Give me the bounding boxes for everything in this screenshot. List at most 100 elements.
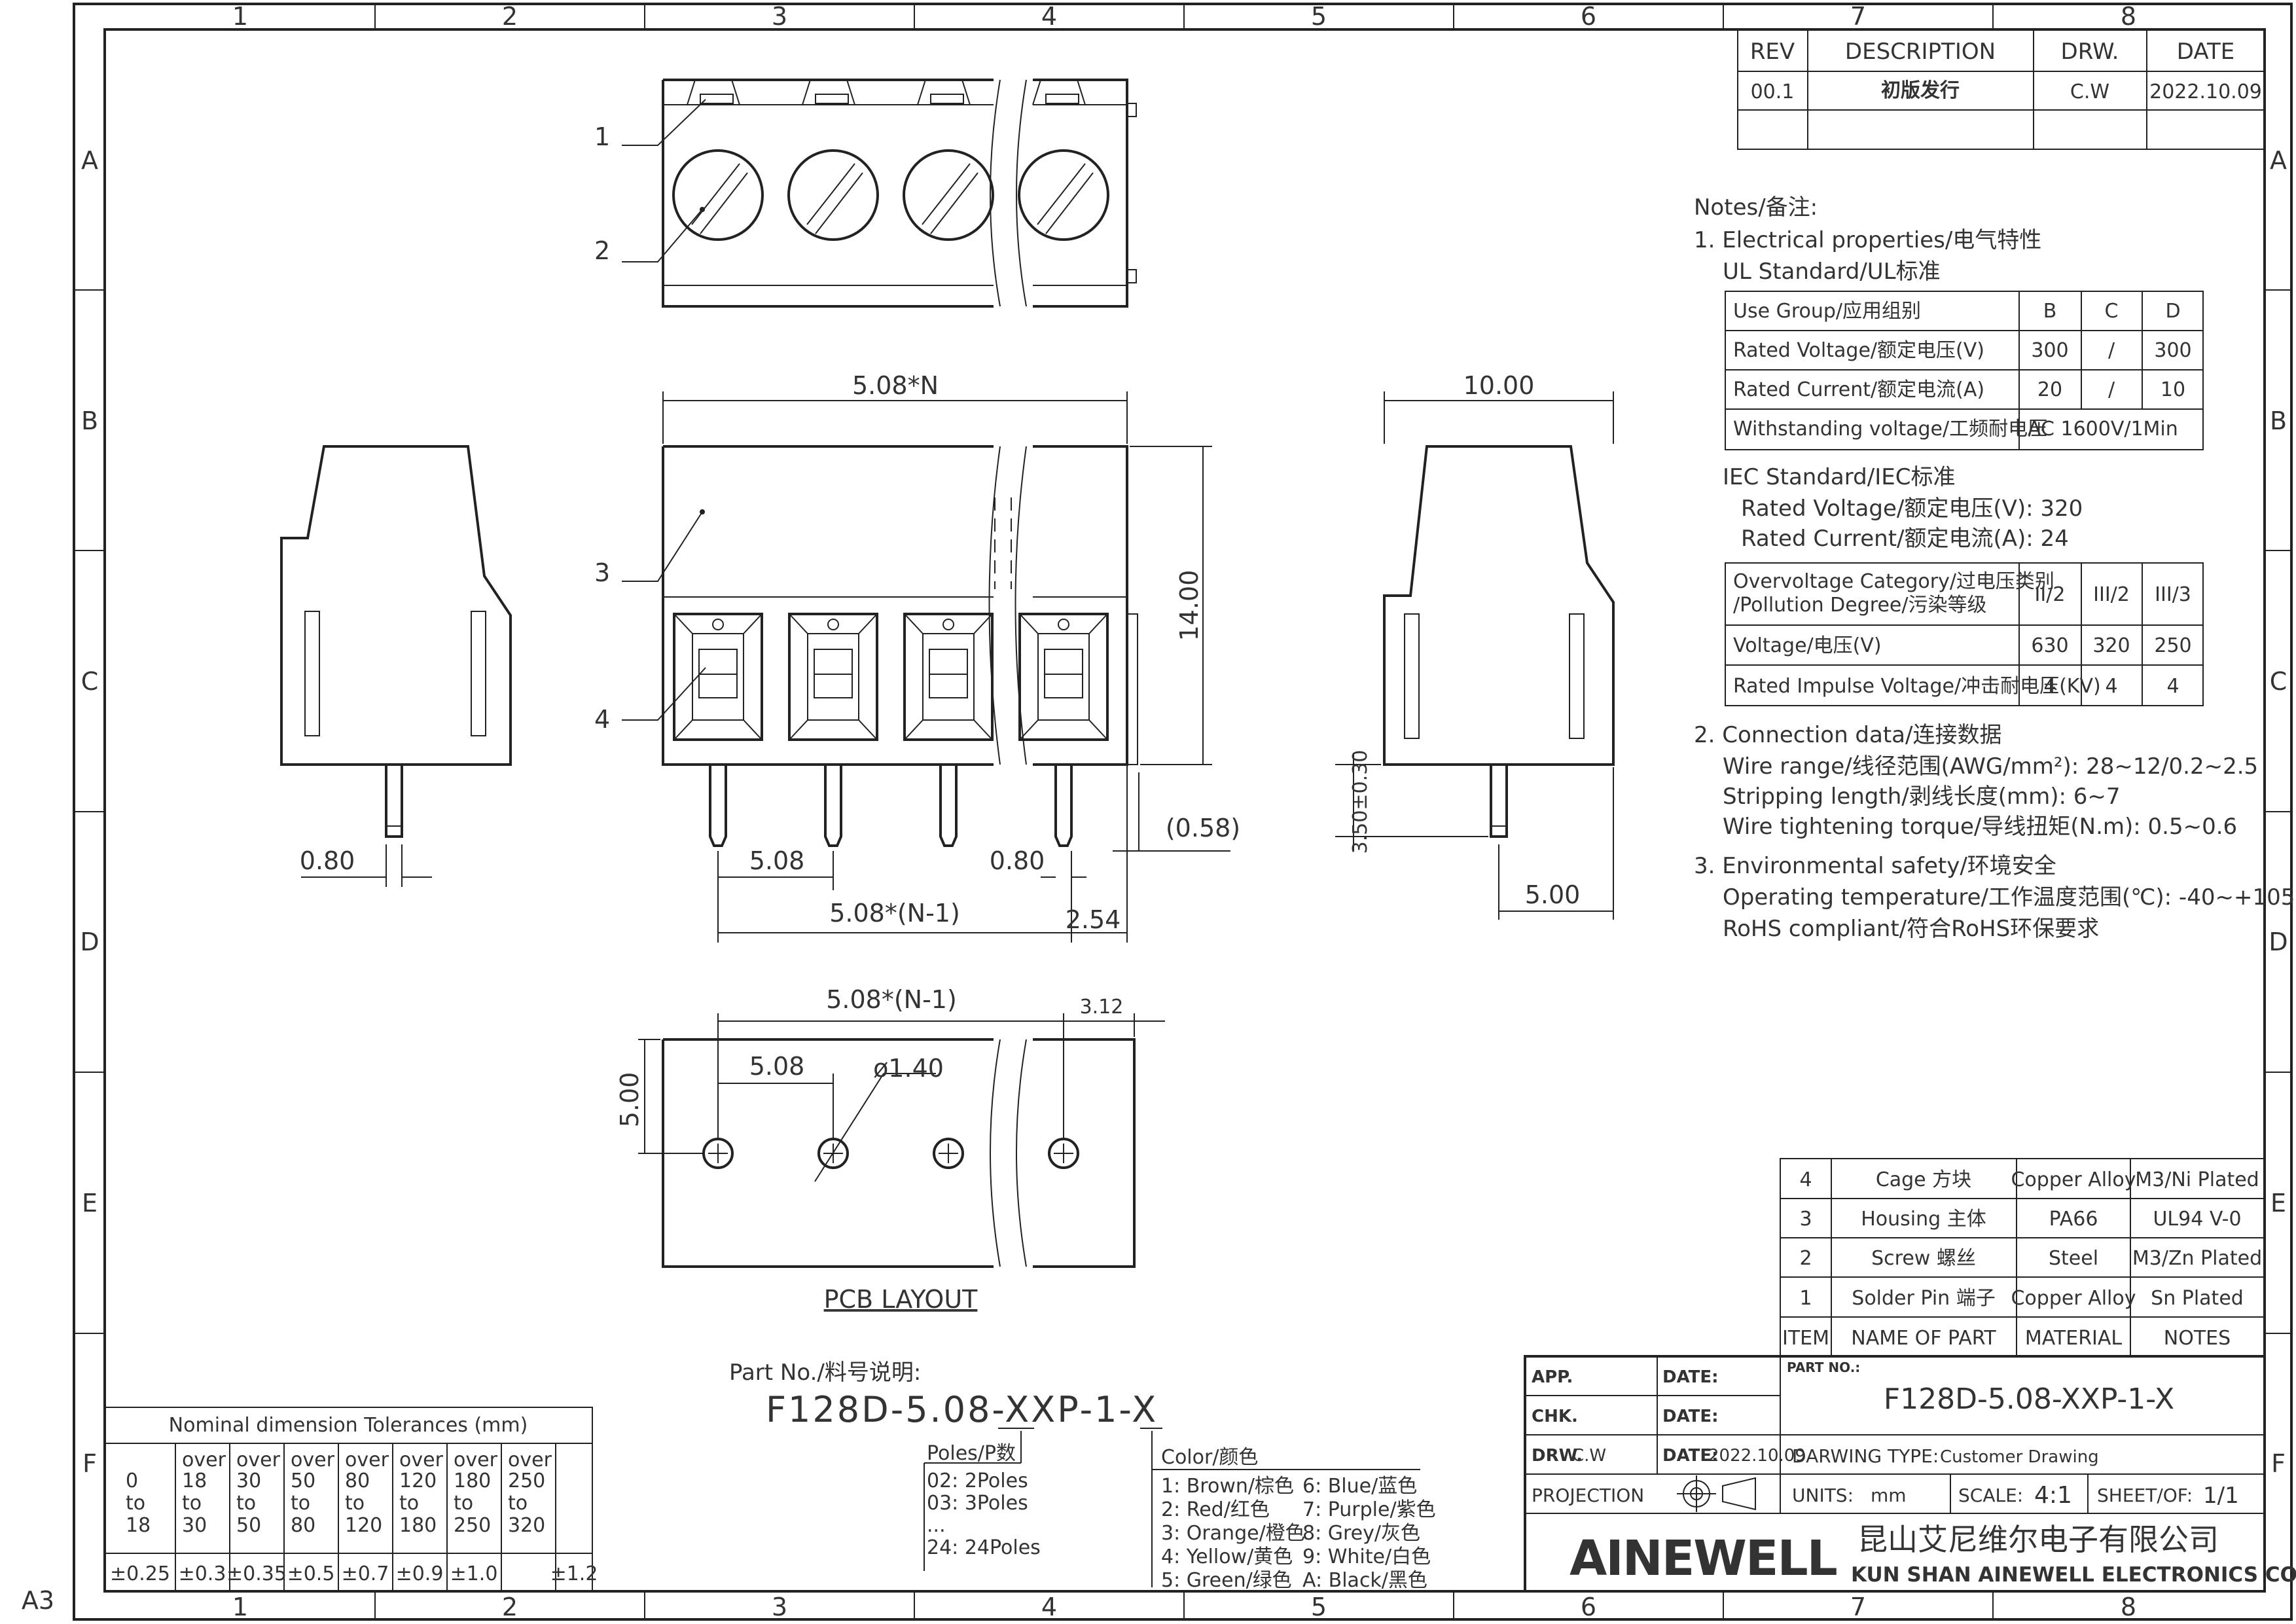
tb-units-label: UNITS: — [1792, 1485, 1854, 1506]
bom-table: 4 Cage 方块 Copper Alloy M3/Ni Plated 3 Ho… — [1780, 1158, 2265, 1357]
row-label-b: B — [81, 406, 98, 435]
tb-part-no-label: PART NO.: — [1787, 1360, 1860, 1375]
col-label-8-bottom: 8 — [2121, 1593, 2136, 1621]
dim-side-pin: 5.00 — [1525, 880, 1581, 909]
note-wire-range: Wire range/线径范围(AWG/mm²): 28~12/0.2~2.5 — [1723, 753, 2258, 780]
right-side-view: 10.00 3.50±0.30 5.00 — [1335, 371, 1615, 920]
pole-02: 02: 2Poles — [927, 1470, 1028, 1492]
dim-edge: 2.54 — [1066, 905, 1121, 934]
callout-1: 1 — [594, 122, 610, 151]
tol-range-7-b: 180 — [454, 1470, 491, 1492]
bom-name-1: Solder Pin 端子 — [1852, 1287, 1995, 1310]
bom-item-1: 1 — [1799, 1287, 1812, 1310]
color-a: A: Black/黑色 — [1302, 1569, 1427, 1592]
bom-header-item: ITEM — [1782, 1327, 1829, 1350]
notes-title: Notes/备注: — [1694, 194, 1818, 221]
tb-scale: 4:1 — [2034, 1482, 2072, 1509]
row-label-c-right: C — [2270, 667, 2287, 696]
color-3: 3: Orange/橙色 — [1161, 1522, 1305, 1545]
ul-rated-current: Rated Current/额定电流(A) — [1733, 378, 1984, 401]
iec-i-1: 4 — [2043, 675, 2056, 698]
dim-offset: (0.58) — [1166, 814, 1240, 842]
pcb-hole-2 — [817, 1138, 849, 1169]
ul-col-c: C — [2105, 300, 2119, 323]
tb-drw-date-label: DATE: — [1662, 1446, 1719, 1466]
tol-range-4-c: to — [291, 1492, 310, 1515]
tol-range-7-d: 250 — [454, 1514, 491, 1537]
tb-chk-date: DATE: — [1662, 1407, 1719, 1426]
iec-overvoltage: Overvoltage Category/过电压类别 — [1733, 570, 2054, 593]
dim-pin-len: 3.50±0.30 — [1349, 750, 1372, 854]
tol-value-3: ±0.35 — [226, 1562, 287, 1585]
ul-rv-d: 300 — [2154, 339, 2191, 362]
pcb-hole-4 — [1048, 1138, 1079, 1169]
ul-rv-b: 300 — [2031, 339, 2068, 362]
tb-scale-label: SCALE: — [1958, 1485, 2023, 1506]
col-label-1: 1 — [232, 2, 248, 31]
row-label-c: C — [81, 667, 99, 696]
tolerance-table: Nominal dimension Tolerances (mm) 0 to 1… — [104, 1407, 598, 1592]
ul-use-group: Use Group/应用组别 — [1733, 300, 1921, 323]
tol-range-3-b: 30 — [236, 1470, 261, 1492]
tb-sheet-label: SHEET/OF: — [2097, 1485, 2193, 1506]
tol-value-5: ±0.7 — [342, 1562, 389, 1585]
tol-range-6-a: over — [399, 1449, 444, 1471]
tol-range-6-d: 180 — [399, 1514, 437, 1537]
bom-header-notes: NOTES — [2164, 1327, 2231, 1350]
tol-range-1-a: 0 — [126, 1470, 138, 1492]
description-value: 初版发行 — [1881, 79, 1960, 102]
bom-notes-1: Sn Plated — [2151, 1287, 2244, 1310]
title-block: APP. DATE: CHK. DATE: DRW. C.W DATE: 202… — [1524, 1355, 2296, 1593]
col-label-8: 8 — [2121, 2, 2136, 31]
tb-app-date: DATE: — [1662, 1367, 1719, 1387]
rev-value: 00.1 — [1751, 81, 1795, 103]
tol-range-4-a: over — [291, 1449, 335, 1471]
screw-3 — [903, 149, 994, 241]
note-iec-voltage: Rated Voltage/额定电压(V): 320 — [1741, 496, 2083, 522]
dim-height: 14.00 — [1175, 570, 1204, 641]
ul-rv-c: / — [2108, 339, 2115, 362]
col-label-2-bottom: 2 — [502, 1593, 518, 1621]
note-rohs: RoHS compliant/符合RoHS环保要求 — [1723, 916, 2099, 942]
tol-range-1-b: to — [126, 1492, 145, 1515]
note-connection: 2. Connection data/连接数据 — [1694, 722, 2001, 748]
color-8: 8: Grey/灰色 — [1302, 1522, 1420, 1545]
row-label-d-right: D — [2269, 928, 2287, 956]
row-label-b-right: B — [2270, 406, 2287, 435]
part-no-code: F128D-5.08-XXP-1-X — [766, 1389, 1158, 1430]
tb-app: APP. — [1532, 1367, 1573, 1387]
company-logo: AINEWELL — [1570, 1530, 1837, 1587]
tol-range-8-b: 250 — [508, 1470, 545, 1492]
ul-col-d: D — [2165, 300, 2180, 323]
bom-notes-4: M3/Ni Plated — [2135, 1168, 2259, 1191]
tol-range-7-c: to — [454, 1492, 473, 1515]
iec-i-3: 4 — [2166, 675, 2179, 698]
tol-range-2-d: 30 — [182, 1514, 207, 1537]
tol-range-8-a: over — [508, 1449, 552, 1471]
pcb-layout-label: PCB LAYOUT — [824, 1285, 978, 1314]
row-label-a: A — [81, 146, 98, 175]
tb-drw-value: C.W — [1572, 1446, 1606, 1466]
tol-range-5-a: over — [345, 1449, 389, 1471]
ul-rc-b: 20 — [2037, 378, 2062, 401]
dim-side-w: 10.00 — [1463, 371, 1535, 400]
row-label-f-right: F — [2271, 1449, 2286, 1478]
front-view: 3 4 5.08*N 14.00 5.08 0.80 5.08*(N-1) 2.… — [594, 371, 1240, 943]
tolerance-title: Nominal dimension Tolerances (mm) — [169, 1414, 528, 1437]
bom-item-4: 4 — [1799, 1168, 1812, 1191]
screw-4 — [1018, 149, 1109, 241]
dim-pcb-pitch: 5.08 — [749, 1052, 805, 1081]
color-2: 2: Red/红色 — [1161, 1498, 1270, 1521]
dim-pcb-edge: 3.12 — [1080, 996, 1124, 1019]
left-side-view: 0.80 — [280, 445, 512, 887]
iec-col-1: II/2 — [2035, 583, 2066, 606]
iec-col-2: III/2 — [2093, 583, 2130, 606]
pole-03: 03: 3Poles — [927, 1492, 1028, 1515]
tol-range-4-d: 80 — [291, 1514, 315, 1537]
iec-v-2: 320 — [2092, 634, 2130, 657]
tol-value-2: ±0.3 — [179, 1562, 226, 1585]
col-label-7: 7 — [1850, 2, 1866, 31]
tol-range-6-c: to — [399, 1492, 419, 1515]
dim-pitch: 5.08 — [749, 846, 805, 875]
